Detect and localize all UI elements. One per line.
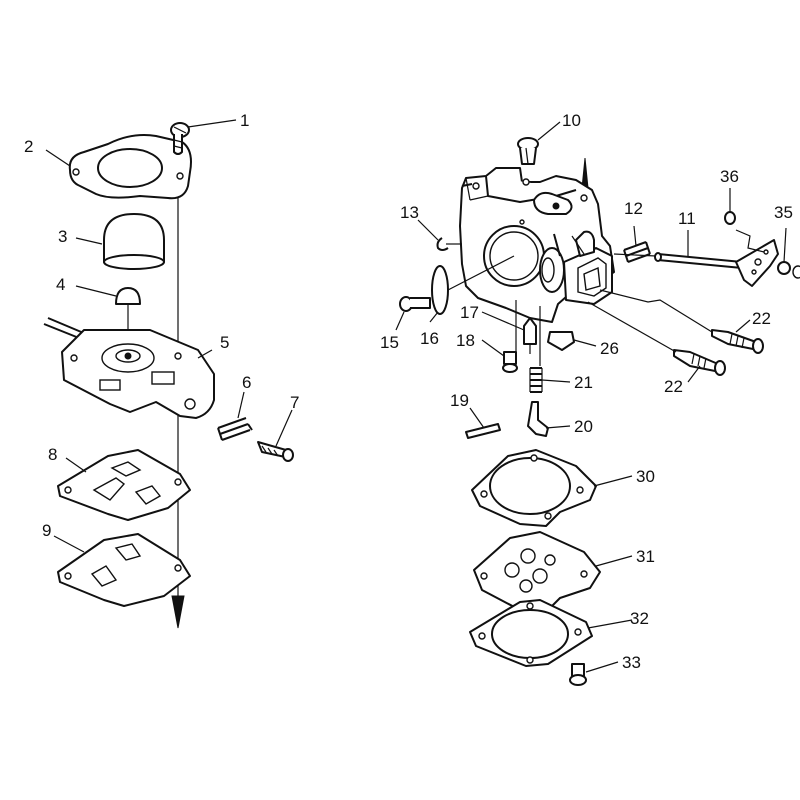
callout-19: 19 — [450, 391, 469, 410]
part-13-clip — [436, 237, 462, 251]
callout-22-lower: 22 — [664, 377, 683, 396]
guide-line-upper — [599, 289, 713, 333]
part-15-screw — [399, 296, 431, 312]
part-19-pin — [465, 423, 501, 439]
leader-33 — [585, 661, 619, 673]
leader-22-upper — [735, 319, 751, 333]
callout-36: 36 — [720, 167, 739, 186]
part-3-primer-bulb — [103, 213, 165, 270]
callout-17: 17 — [460, 303, 479, 322]
callout-21: 21 — [574, 373, 593, 392]
callout-31: 31 — [636, 547, 655, 566]
leader-1 — [187, 119, 237, 128]
part-35-washer — [777, 261, 800, 279]
part-11-throttle-shaft — [654, 229, 779, 287]
part-1-screw — [170, 122, 190, 155]
part-22-needle-upper — [711, 329, 764, 354]
part-5-pump-body — [43, 317, 215, 419]
part-16-throttle-plate — [431, 255, 515, 315]
leader-20 — [545, 425, 571, 429]
leader-5 — [197, 349, 213, 359]
leader-9 — [53, 535, 85, 553]
part-12-spring — [623, 241, 651, 263]
leader-17 — [481, 311, 525, 331]
leader-8 — [65, 457, 87, 473]
leader-35 — [783, 227, 787, 263]
leader-30 — [593, 475, 633, 487]
leader-2 — [45, 149, 71, 167]
axis-arrow-left — [171, 595, 185, 629]
callout-6: 6 — [242, 373, 251, 392]
guide-line-shaft — [613, 253, 657, 257]
callout-15: 15 — [380, 333, 399, 352]
part-17-inlet-needle — [523, 317, 537, 354]
callout-32: 32 — [630, 609, 649, 628]
leader-19 — [469, 407, 485, 429]
callout-11: 11 — [678, 209, 696, 228]
leader-26 — [573, 339, 597, 347]
part-2-cover-plate — [68, 134, 192, 200]
part-7-adjust-needle — [257, 441, 294, 462]
callout-13: 13 — [400, 203, 419, 222]
part-10-screw — [517, 137, 539, 165]
leader-31 — [595, 555, 633, 567]
leader-4 — [75, 285, 117, 297]
part-32-cover — [469, 599, 593, 667]
callout-30: 30 — [636, 467, 655, 486]
part-30-gasket — [471, 449, 597, 527]
callout-10: 10 — [562, 111, 581, 130]
part-21-spring — [529, 367, 543, 393]
callout-8: 8 — [48, 445, 57, 464]
callout-35: 35 — [774, 203, 793, 222]
part-26-welch-plug — [547, 331, 575, 351]
leader-3 — [75, 237, 103, 245]
callout-3: 3 — [58, 227, 67, 246]
part-31-diaphragm — [473, 531, 601, 613]
part-8-gasket — [57, 449, 191, 521]
part-9-diaphragm — [57, 533, 191, 607]
part-36-clip — [724, 211, 736, 225]
callout-9: 9 — [42, 521, 51, 540]
callout-5: 5 — [220, 333, 229, 352]
leader-22-lower — [687, 365, 701, 383]
carburetor-body — [459, 167, 615, 323]
callout-4: 4 — [56, 275, 65, 294]
part-20-metering-lever — [527, 401, 549, 437]
callout-26: 26 — [600, 339, 619, 358]
part-33-screw — [569, 663, 587, 686]
leader-10 — [537, 121, 561, 141]
leader-6 — [237, 391, 245, 419]
callout-2: 2 — [24, 137, 33, 156]
callout-20: 20 — [574, 417, 593, 436]
callout-33: 33 — [622, 653, 641, 672]
guide-line-lower — [587, 301, 677, 353]
leader-12 — [633, 225, 637, 247]
leader-16 — [429, 311, 439, 323]
leader-21 — [541, 379, 571, 383]
part-18-screw — [502, 351, 518, 373]
leader-13 — [417, 219, 439, 241]
callout-12: 12 — [624, 199, 643, 218]
callout-18: 18 — [456, 331, 475, 350]
part-22-needle-lower — [673, 349, 726, 376]
leader-32 — [587, 619, 633, 629]
leader-18 — [481, 339, 505, 357]
callout-7: 7 — [290, 393, 299, 412]
leader-7 — [275, 409, 293, 447]
callout-1: 1 — [240, 111, 249, 130]
part-6-spring — [217, 417, 253, 441]
callout-22-upper: 22 — [752, 309, 771, 328]
leader-15 — [395, 311, 405, 331]
callout-16: 16 — [420, 329, 439, 348]
